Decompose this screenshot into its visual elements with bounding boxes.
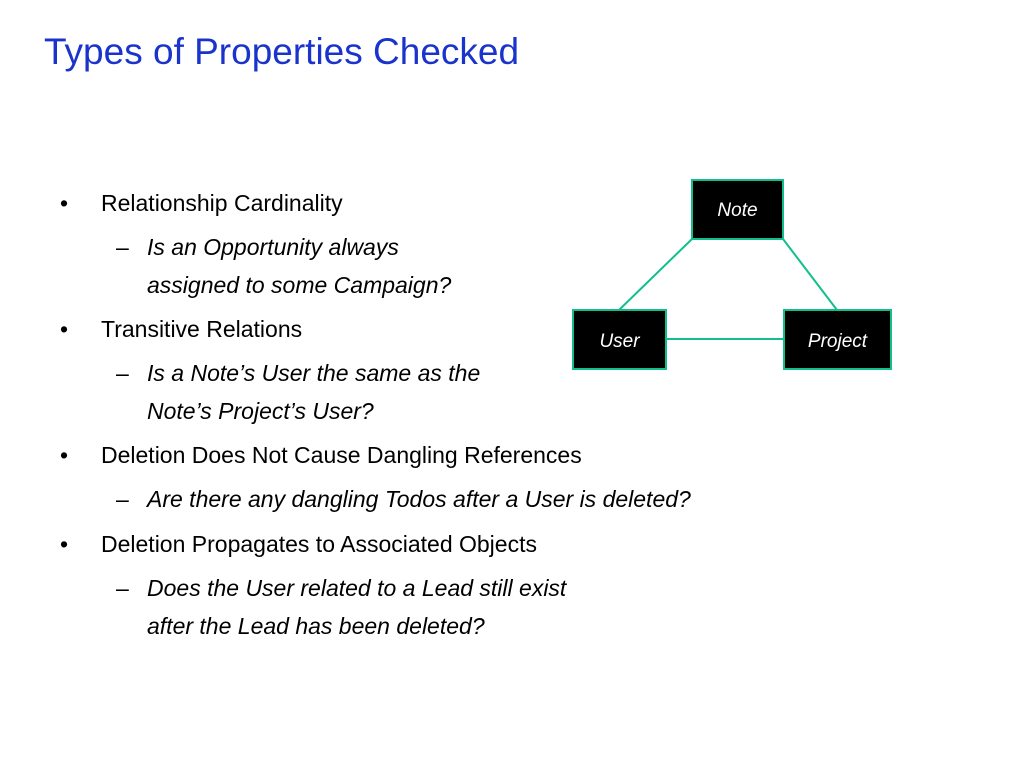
node-user-box [572, 309, 667, 370]
sub-bullet-marker: – [116, 486, 129, 512]
sub-bullet-line: Are there any dangling Todos after a Use… [147, 486, 691, 512]
node-project-label: Project [808, 331, 868, 352]
node-user-label: User [599, 331, 640, 352]
sub-bullet-line: assigned to some Campaign? [147, 272, 452, 298]
bullet-marker: • [60, 531, 69, 557]
sub-bullet-line: after the Lead has been deleted? [147, 613, 485, 639]
bullet-text: Relationship Cardinality [101, 190, 343, 216]
node-note-box [691, 179, 784, 240]
bullet-marker: • [60, 316, 69, 342]
sub-bullet-line: Does the User related to a Lead still ex… [147, 575, 567, 601]
edge-note-user [618, 238, 693, 311]
node-project: Project [783, 309, 892, 370]
sub-bullet-line: Note’s Project’s User? [147, 398, 374, 424]
sub-bullet-text: Is an Opportunity always assigned to som… [147, 228, 451, 304]
sub-bullet-line: Is an Opportunity always [147, 234, 399, 260]
sub-bullet-marker: – [116, 575, 129, 601]
bullet-text: Transitive Relations [101, 316, 303, 342]
node-note: Note [691, 179, 784, 240]
edge-note-project [782, 238, 838, 311]
sub-bullet-marker: – [116, 360, 129, 386]
node-project-box [783, 309, 892, 370]
sub-bullet-marker: – [116, 234, 129, 260]
node-note-label: Note [717, 200, 757, 221]
sub-bullet-text: Does the User related to a Lead still ex… [147, 569, 566, 645]
bullet-text: Deletion Does Not Cause Dangling Referen… [101, 442, 582, 468]
sub-bullet-line: Is a Note’s User the same as the [147, 360, 481, 386]
sub-bullet-text: Is a Note’s User the same as the Note’s … [147, 354, 480, 430]
bullet-marker: • [60, 190, 69, 216]
node-user: User [572, 309, 667, 370]
bullet-marker: • [60, 442, 69, 468]
sub-bullet-text: Are there any dangling Todos after a Use… [147, 480, 691, 518]
slide-title: Types of Properties Checked [44, 31, 520, 72]
bullet-text: Deletion Propagates to Associated Object… [101, 531, 537, 557]
